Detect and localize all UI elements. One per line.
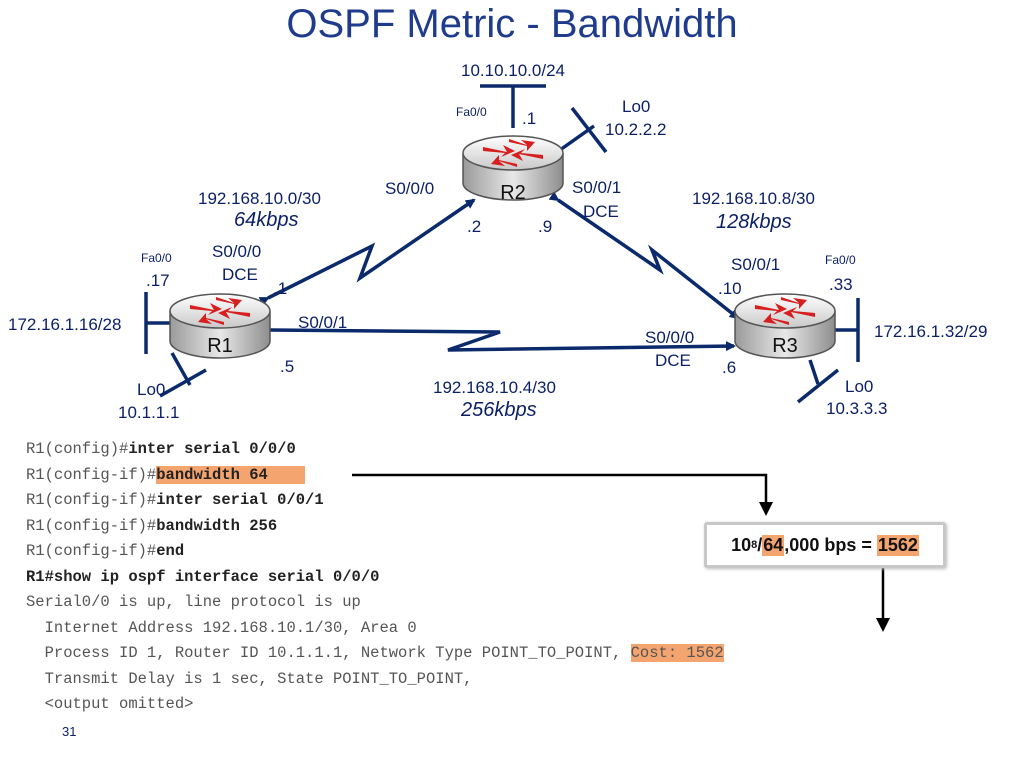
- cli-output: R1(config)#inter serial 0/0/0 R1(config-…: [26, 437, 724, 718]
- cli-line: R1#show ip ospf interface serial 0/0/0: [26, 565, 724, 591]
- r2-s000-label: S0/0/0: [385, 179, 434, 198]
- router-r1[interactable]: R1: [169, 293, 271, 359]
- r2-fa00-label: Fa0/0: [456, 105, 487, 119]
- callout-arrow-bandwidth-to-calc: [352, 473, 773, 516]
- router-r2[interactable]: R2: [462, 135, 564, 204]
- calc-bandwidth-highlight: 64: [762, 534, 785, 556]
- link-r1-r3-speed: 256kbps: [460, 399, 537, 421]
- r2-lan-network: 10.10.10.0/24: [461, 61, 565, 80]
- r3-loopback: [796, 359, 840, 404]
- r3-s001-label: S0/0/1: [731, 255, 780, 274]
- cli-line: R1(config-if)#bandwidth 256: [26, 514, 724, 540]
- cli-highlight-pad: [267, 465, 306, 484]
- r2-lo0-address: 10.2.2.2: [605, 120, 666, 139]
- calc-exponent: 8: [751, 539, 758, 551]
- calc-bandwidth-rest: ,000 bps =: [784, 534, 877, 555]
- r1-s000-dce: DCE: [222, 265, 258, 284]
- cli-prompt: R1(config)#: [26, 440, 129, 458]
- link-r1-r2-speed: 64kbps: [234, 209, 299, 231]
- r2-s001-label: S0/0/1: [572, 178, 621, 197]
- r2-loopback: [558, 106, 608, 154]
- cli-line: R1(config-if)#inter serial 0/0/1: [26, 488, 724, 514]
- cli-prompt: R1(config-if)#: [26, 465, 157, 484]
- r2-fa00-host: .1: [522, 109, 536, 128]
- cli-output-line: Internet Address 192.168.10.1/30, Area 0: [26, 618, 417, 637]
- r3-fa00-label: Fa0/0: [825, 253, 856, 267]
- r2-s000-host: .2: [467, 217, 481, 236]
- r3-lo0-label: Lo0: [845, 377, 873, 396]
- r3-s000-label: S0/0/0: [645, 328, 694, 347]
- link-r1-r3-network: 192.168.10.4/30: [433, 378, 556, 397]
- cli-line: R1(config-if)#end: [26, 539, 724, 565]
- cli-output-line: <output omitted>: [26, 695, 194, 713]
- link-r2-r3-network: 192.168.10.8/30: [692, 189, 815, 208]
- r3-s001-host: .10: [718, 279, 742, 298]
- router-r2-label: R2: [500, 182, 526, 204]
- r2-lo0-label: Lo0: [622, 97, 650, 116]
- link-r2-r3-speed: 128kbps: [716, 211, 792, 233]
- cli-command-highlighted: bandwidth 64: [156, 465, 268, 484]
- r3-s000-dce: DCE: [655, 351, 691, 370]
- cli-line: R1(config)#inter serial 0/0/0: [26, 437, 724, 463]
- r1-lan-segment: [144, 292, 172, 354]
- r1-s000-label: S0/0/0: [212, 242, 261, 261]
- r1-s001-host: .5: [280, 357, 294, 376]
- link-r1-r2-network: 192.168.10.0/30: [198, 189, 321, 208]
- cli-prompt: R1#: [26, 567, 54, 586]
- r1-s000-host: .1: [273, 279, 287, 298]
- r3-s000-host: .6: [722, 358, 736, 377]
- r3-lo0-address: 10.3.3.3: [826, 399, 887, 418]
- cli-command: bandwidth 256: [156, 516, 278, 535]
- r1-loopback: [159, 352, 207, 398]
- r2-lan-segment: [480, 84, 546, 128]
- serial-link-r1-r2: [258, 198, 476, 307]
- r1-s001-label: S0/0/1: [298, 313, 347, 332]
- cli-output-line: Process ID 1, Router ID 10.1.1.1, Networ…: [26, 641, 724, 667]
- r1-fa00-host: .17: [146, 271, 170, 290]
- cli-output-line: Transmit Delay is 1 sec, State POINT_TO_…: [26, 669, 473, 688]
- slide-title: OSPF Metric - Bandwidth: [286, 2, 738, 46]
- r2-s001-host: .9: [538, 217, 552, 236]
- cli-output-text: Process ID 1, Router ID 10.1.1.1, Networ…: [26, 644, 631, 662]
- calc-base: 10: [731, 534, 752, 555]
- callout-arrow-calc-to-cost: [876, 566, 890, 632]
- cli-output-line: Serial0/0 is up, line protocol is up: [26, 593, 361, 611]
- calc-result-highlight: 1562: [876, 534, 919, 556]
- r3-fa00-host: .33: [829, 275, 853, 294]
- page-number: 31: [62, 724, 77, 739]
- cli-prompt: R1(config-if)#: [26, 516, 157, 535]
- r2-s001-dce: DCE: [583, 202, 619, 221]
- calc-divider: /: [757, 534, 763, 555]
- router-r3-label: R3: [772, 335, 798, 357]
- serial-link-r2-r3: [548, 191, 740, 320]
- router-arrows-icon: [190, 297, 250, 325]
- router-r3[interactable]: R3: [734, 293, 836, 359]
- cli-prompt: R1(config-if)#: [26, 542, 157, 560]
- r3-lan-network: 172.16.1.32/29: [874, 322, 987, 341]
- cli-command: inter serial 0/0/0: [128, 440, 296, 458]
- r1-lo0-address: 10.1.1.1: [118, 403, 179, 422]
- serial-link-r1-r3: [261, 324, 736, 352]
- cli-cost-highlight: Cost: 1562: [630, 644, 724, 662]
- cli-command: end: [156, 542, 185, 560]
- router-r1-label: R1: [207, 335, 233, 357]
- cli-line: R1(config-if)#bandwidth 64: [26, 463, 724, 489]
- r1-lo0-label: Lo0: [137, 380, 165, 399]
- router-arrows-icon: [755, 297, 815, 325]
- cli-command: show ip ospf interface serial 0/0/0: [53, 567, 380, 586]
- cli-prompt: R1(config-if)#: [26, 491, 157, 509]
- r1-lan-network: 172.16.1.16/28: [8, 315, 121, 334]
- cli-command: inter serial 0/0/1: [156, 491, 324, 509]
- router-arrows-icon: [483, 139, 543, 167]
- r1-fa00-label: Fa0/0: [141, 251, 172, 265]
